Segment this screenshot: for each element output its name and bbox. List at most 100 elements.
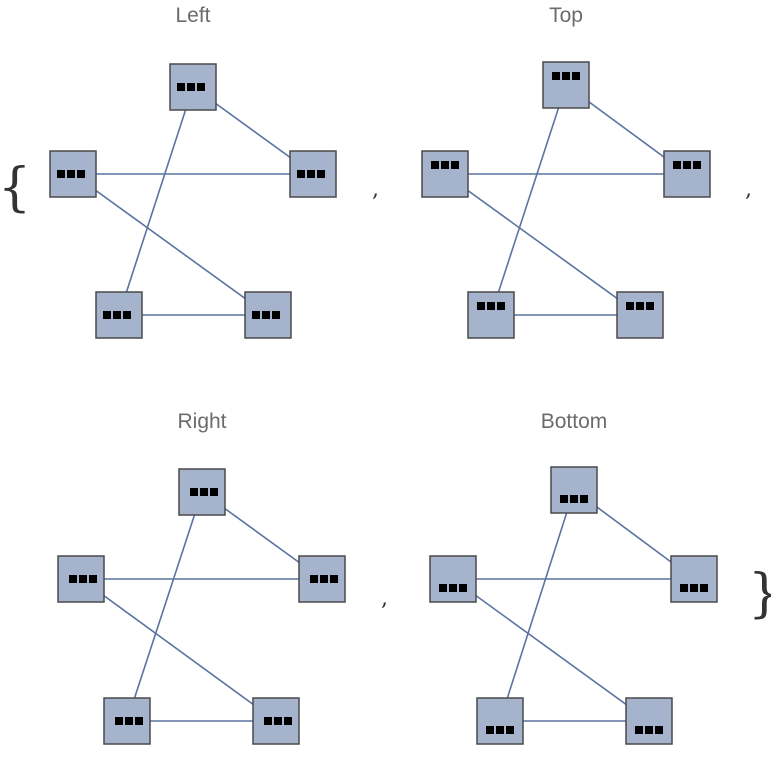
node-box (476, 697, 524, 745)
ellipsis-dot-icon (252, 311, 260, 319)
ellipsis-dot-icon (274, 717, 282, 725)
ellipsis-dot-icon (451, 161, 459, 169)
graph-node (616, 291, 664, 339)
edge-group (444, 84, 688, 316)
node-box (550, 466, 598, 514)
node-box (542, 61, 590, 109)
ellipsis-dot-icon (190, 488, 198, 496)
ellipsis-dot-icon (552, 72, 560, 80)
ellipsis-dot-icon (690, 584, 698, 592)
ellipsis-dot-icon (449, 584, 457, 592)
edge-group (80, 491, 323, 722)
separator-3: , (381, 586, 388, 611)
ellipsis-dot-icon (320, 575, 328, 583)
ellipsis-dot-icon (262, 311, 270, 319)
panel-title: Bottom (541, 410, 608, 433)
ellipsis-dot-icon (57, 170, 65, 178)
ellipsis-dot-icon (487, 302, 495, 310)
graph-edge (80, 578, 277, 722)
ellipsis-dot-icon (683, 161, 691, 169)
ellipsis-dot-icon (496, 726, 504, 734)
ellipsis-dot-icon (635, 726, 643, 734)
graph-node (169, 63, 217, 111)
ellipsis-dot-icon (700, 584, 708, 592)
node-box (663, 150, 711, 198)
ellipsis-dot-icon (497, 302, 505, 310)
node-group (429, 466, 718, 745)
ellipsis-dot-icon (113, 311, 121, 319)
graph-node (244, 291, 292, 339)
node-box (467, 291, 515, 339)
ellipsis-dot-icon (264, 717, 272, 725)
graph-node (663, 150, 711, 198)
graph-node (95, 291, 143, 339)
ellipsis-dot-icon (486, 726, 494, 734)
ellipsis-dot-icon (125, 717, 133, 725)
open-brace: { (0, 158, 31, 218)
graph-edge (452, 578, 650, 722)
ellipsis-dot-icon (297, 170, 305, 178)
node-box (616, 291, 664, 339)
graph-edge (490, 84, 567, 316)
graph-node (670, 555, 718, 603)
ellipsis-dot-icon (459, 584, 467, 592)
panel-title: Top (549, 4, 583, 27)
node-box (625, 697, 673, 745)
node-box (421, 150, 469, 198)
ellipsis-dot-icon (187, 83, 195, 91)
ellipsis-dot-icon (200, 488, 208, 496)
graph-edge (499, 489, 575, 722)
panel-title: Right (177, 410, 226, 433)
ellipsis-dot-icon (680, 584, 688, 592)
ellipsis-dot-icon (645, 726, 653, 734)
ellipsis-dot-icon (441, 161, 449, 169)
ellipsis-dot-icon (431, 161, 439, 169)
graph-edge (126, 491, 203, 722)
ellipsis-dot-icon (580, 495, 588, 503)
graph-edge (118, 86, 194, 316)
node-box (429, 555, 477, 603)
graph-edge (72, 173, 269, 316)
graph-node (476, 697, 524, 745)
ellipsis-dot-icon (317, 170, 325, 178)
graph-node (421, 150, 469, 198)
graph-node (57, 555, 105, 603)
ellipsis-dot-icon (284, 717, 292, 725)
graph-node (625, 697, 673, 745)
panel-top: Top (421, 4, 711, 339)
node-group (49, 63, 337, 339)
graph-node (298, 555, 346, 603)
panel-right: Right (57, 410, 346, 745)
graph-node (542, 61, 590, 109)
graph-node (289, 150, 337, 198)
close-brace: } (748, 564, 771, 624)
ellipsis-dot-icon (673, 161, 681, 169)
graph-node (49, 150, 97, 198)
ellipsis-dot-icon (477, 302, 485, 310)
node-group (421, 61, 711, 339)
ellipsis-dot-icon (310, 575, 318, 583)
ellipsis-dot-icon (177, 83, 185, 91)
ellipsis-dot-icon (79, 575, 87, 583)
ellipsis-dot-icon (646, 302, 654, 310)
panel-title: Left (175, 4, 210, 27)
ellipsis-dot-icon (123, 311, 131, 319)
panel-left: Left (49, 4, 337, 339)
ellipsis-dot-icon (330, 575, 338, 583)
ellipsis-dot-icon (560, 495, 568, 503)
ellipsis-dot-icon (693, 161, 701, 169)
ellipsis-dot-icon (67, 170, 75, 178)
ellipsis-dot-icon (272, 311, 280, 319)
ellipsis-dot-icon (626, 302, 634, 310)
graph-edge (444, 173, 641, 316)
ellipsis-dot-icon (572, 72, 580, 80)
separator-1: , (372, 177, 379, 202)
ellipsis-dot-icon (115, 717, 123, 725)
node-group (57, 468, 346, 745)
ellipsis-dot-icon (135, 717, 143, 725)
separator-2: , (745, 177, 752, 202)
ellipsis-dot-icon (506, 726, 514, 734)
graph-node (467, 291, 515, 339)
panel-bottom: Bottom (429, 410, 718, 745)
